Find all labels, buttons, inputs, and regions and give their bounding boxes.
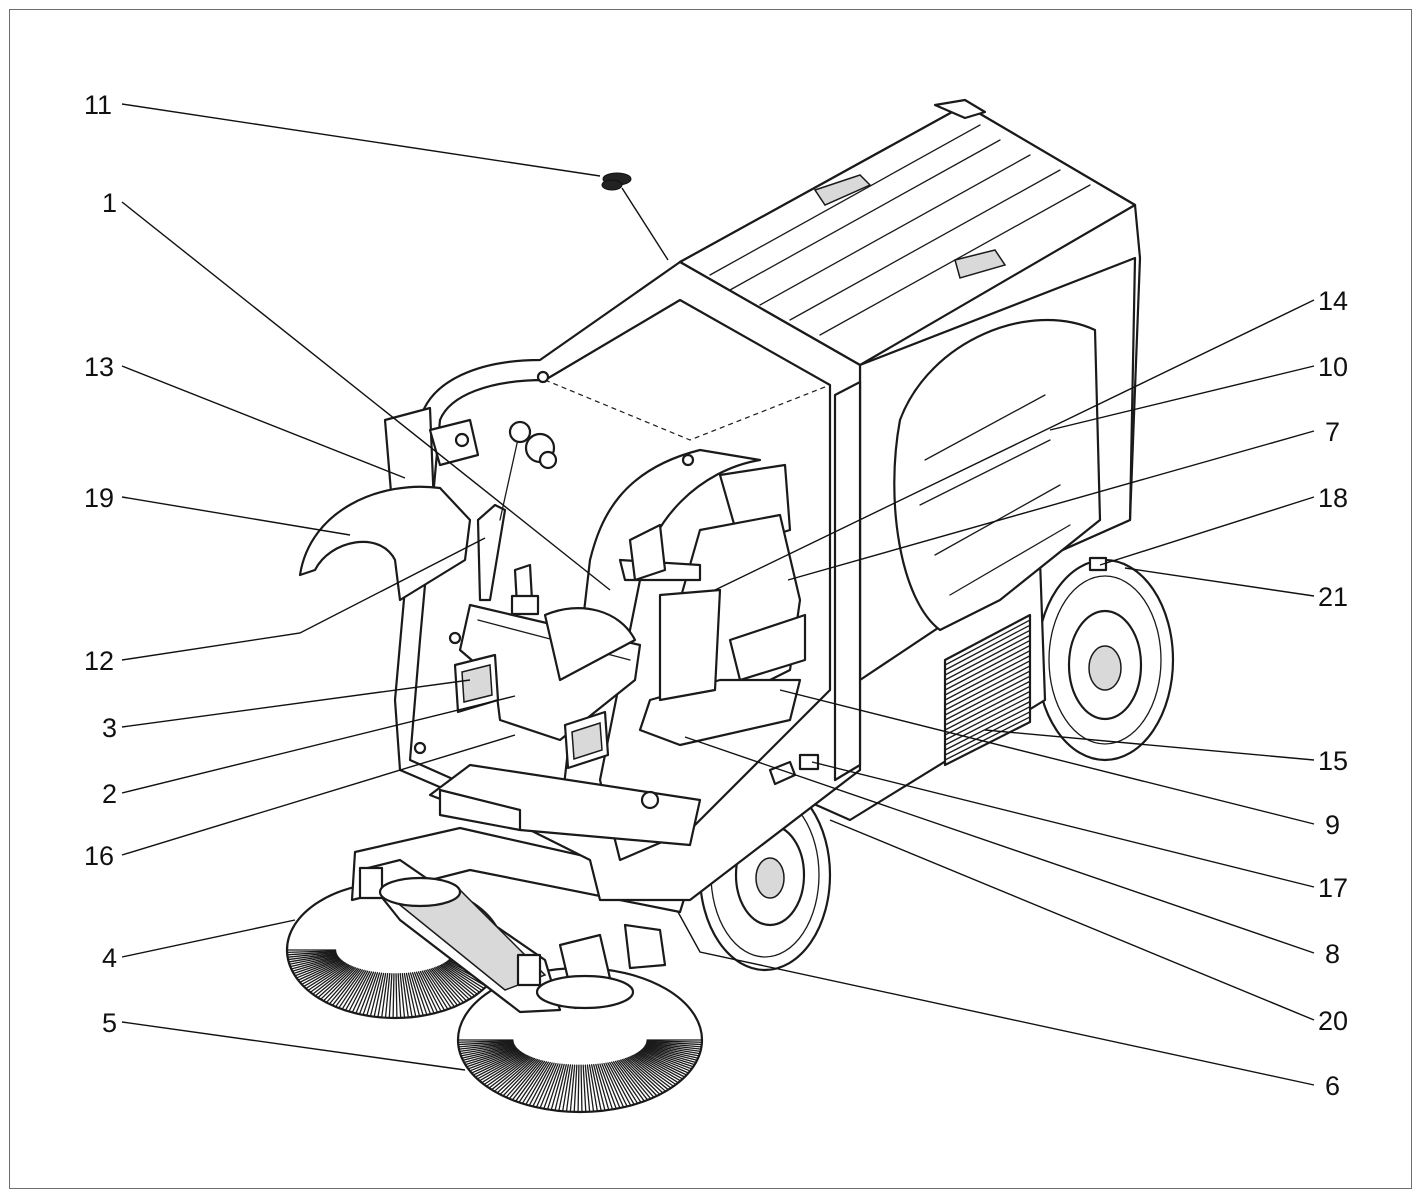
sweeper-machine-illustration — [285, 98, 1175, 1114]
leader-lines — [121, 103, 1315, 1086]
callout-17: 17 — [1318, 873, 1348, 903]
leader-10 — [1049, 365, 1315, 431]
leader-13 — [121, 365, 406, 479]
knob-8 — [640, 790, 660, 810]
callout-14: 14 — [1318, 286, 1348, 316]
callout-6: 6 — [1325, 1071, 1340, 1101]
leader-2 — [121, 695, 516, 794]
leader-11 — [121, 103, 601, 177]
beacon-light — [601, 172, 632, 191]
leader-17 — [811, 761, 1315, 888]
callout-13: 13 — [84, 352, 114, 382]
callout-15: 15 — [1318, 746, 1348, 776]
callout-21: 21 — [1318, 582, 1348, 612]
leader-16 — [121, 734, 516, 856]
leader-9 — [779, 689, 1315, 825]
callout-12: 12 — [84, 646, 114, 676]
callout-8: 8 — [1325, 939, 1340, 969]
callout-4: 4 — [102, 943, 117, 973]
fender-detached — [298, 485, 472, 602]
work-light-right — [563, 710, 610, 770]
work-light-left — [453, 653, 500, 714]
wiper-assembly — [476, 420, 558, 602]
callout-20: 20 — [1318, 1006, 1348, 1036]
leader-7 — [787, 430, 1315, 581]
leader-4 — [121, 919, 296, 958]
leader-18 — [1099, 496, 1315, 566]
leader-21 — [1124, 567, 1315, 597]
leader-15 — [984, 729, 1315, 761]
indicator-18 — [1088, 556, 1108, 572]
leader-3 — [121, 679, 471, 728]
leader-6 — [677, 911, 1315, 1086]
leader-11b — [621, 187, 669, 261]
control-panel — [458, 563, 642, 742]
callout-10: 10 — [1318, 352, 1348, 382]
armrest-console — [618, 523, 722, 702]
callout-2: 2 — [102, 779, 117, 809]
callout-18: 18 — [1318, 483, 1348, 513]
leader-12 — [121, 537, 486, 661]
leader-14 — [714, 299, 1315, 591]
callout-labels: 11 1 13 19 12 3 2 16 4 5 14 10 7 18 21 1… — [84, 90, 1348, 1101]
callout-7: 7 — [1325, 417, 1340, 447]
callout-5: 5 — [102, 1008, 117, 1038]
leader-19 — [121, 496, 351, 536]
leader-8 — [684, 736, 1315, 954]
rear-wheel — [1035, 558, 1175, 762]
leader-20 — [829, 819, 1315, 1021]
callout-16: 16 — [84, 841, 114, 871]
leader-1 — [121, 201, 611, 591]
fuel-cap-17 — [798, 753, 820, 771]
callout-9: 9 — [1325, 810, 1340, 840]
callout-19: 19 — [84, 483, 114, 513]
callout-1: 1 — [102, 188, 117, 218]
leader-5 — [121, 1021, 466, 1071]
floor-deck — [428, 763, 702, 847]
callout-11: 11 — [84, 90, 112, 120]
figure-frame — [9, 9, 1412, 1189]
operator-seat — [638, 463, 807, 747]
callout-3: 3 — [102, 713, 117, 743]
